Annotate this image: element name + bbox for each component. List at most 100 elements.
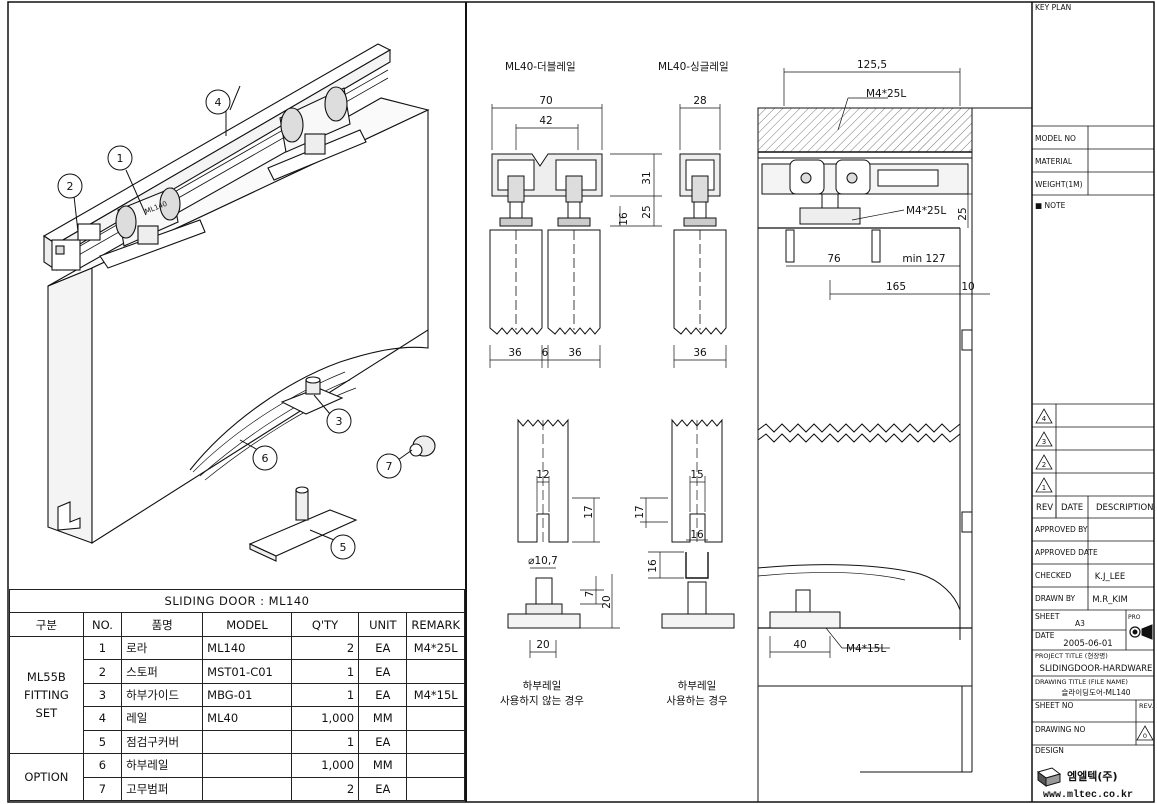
caption-bottom-rail-2: 사용하는 경우 <box>666 694 728 707</box>
bom-cell-name: 고무범퍼 <box>121 776 204 801</box>
callout-6-label: 6 <box>262 452 269 465</box>
bom-cell-model: ML40 <box>202 706 292 731</box>
bom-cell-remark <box>406 753 465 778</box>
dim-40: 40 <box>793 639 806 651</box>
bom-cell-qty: 2 <box>290 776 360 801</box>
dim-28: 28 <box>693 95 706 107</box>
table-row: ML55B FITTING SET 1 로라 ML140 2 EA M4*25L <box>9 635 465 755</box>
roller-2 <box>267 86 367 181</box>
bom-header-model: MODEL <box>202 612 292 637</box>
double-rail-section <box>489 153 603 335</box>
callout-5 <box>330 534 356 560</box>
callout-1-label: 1 <box>117 152 124 165</box>
drawing-title-value: 슬라이딩도어-ML140 <box>1061 687 1130 697</box>
group-line-3: SET <box>35 705 58 720</box>
bom-cell-no: 1 <box>82 635 123 661</box>
stopper <box>77 223 101 241</box>
bom-table: SLIDING DOOR : ML140 구분 NO. 품명 MODEL Q'T… <box>9 588 465 801</box>
rev-label-2: REV. <box>1139 702 1153 710</box>
bom-cell-model: MBG-01 <box>202 682 292 708</box>
bom-cell-unit: MM <box>358 706 408 731</box>
drawn-value: M.R_KIM <box>1092 595 1128 605</box>
drawn-by-label: DRAWN BY <box>1035 594 1076 603</box>
rev-mark-2: 2 <box>1042 461 1046 469</box>
isometric-view: ML140 <box>42 43 436 562</box>
dim-6: 6 <box>542 347 549 359</box>
bom-cell-unit: EA <box>358 682 408 708</box>
bottom-guide <box>280 376 344 415</box>
bom-cell-no: 6 <box>82 753 123 778</box>
dim-25a: 25 <box>641 205 653 218</box>
dim-16b: 16 <box>690 529 704 541</box>
bom-cell-qty: 1,000 <box>290 706 360 731</box>
date-value: 2005-06-01 <box>1063 639 1112 649</box>
dim-diameter-10-7: ⌀10,7 <box>528 555 558 567</box>
double-rail-title: ML40-더블레일 <box>505 60 576 73</box>
dim-10: 10 <box>961 281 974 293</box>
bom-header-group: 구분 <box>9 612 84 637</box>
guide-dimension-lines <box>529 476 708 658</box>
table-row: OPTION 6 하부레일 1,000 MM <box>9 753 465 801</box>
bom-cell-qty: 1 <box>290 682 360 708</box>
rev-value: 0 <box>1143 732 1147 740</box>
elevation-dimension-lines <box>769 68 990 658</box>
weight-label: WEIGHT(1M) <box>1035 180 1083 189</box>
caption-no-bottom-rail-2: 사용하지 않는 경우 <box>500 694 584 707</box>
bom-cell-model: ML140 <box>202 635 292 661</box>
dim-16a: 16 <box>618 212 630 226</box>
key-plan-label: KEY PLAN <box>1035 3 1071 12</box>
bom-group-fitting-set: ML55B FITTING SET <box>9 635 84 755</box>
dim-12: 12 <box>536 469 549 481</box>
callout-3-label: 3 <box>336 415 343 428</box>
project-title-label: PROJECT TITLE (현장명) <box>1035 651 1108 660</box>
callout-1 <box>107 145 133 171</box>
bottom-guide-details <box>507 418 735 629</box>
description-header: DESCRIPTION <box>1096 503 1154 513</box>
bom-cell-name: 레일 <box>121 706 204 731</box>
company-logo-icon <box>1036 767 1062 787</box>
group-line-1: ML55B <box>26 669 66 684</box>
dim-25b: 25 <box>957 207 969 220</box>
callout-4 <box>205 89 231 115</box>
approved-date-label: APPROVED DATE <box>1035 548 1098 557</box>
rev-header: REV <box>1036 503 1053 513</box>
bom-cell-remark: M4*25L <box>406 635 465 661</box>
dim-15: 15 <box>690 469 703 481</box>
rubber-bumper <box>409 435 436 457</box>
dim-70: 70 <box>539 95 552 107</box>
bom-cell-name: 점검구커버 <box>121 729 204 755</box>
projection-symbol-icon <box>1129 624 1153 640</box>
bom-cell-name: 로라 <box>121 635 204 661</box>
bom-cell-model <box>202 729 292 755</box>
callout-2 <box>57 173 83 199</box>
bom-header-remark: REMARK <box>406 612 465 637</box>
dim-36c: 36 <box>693 347 707 359</box>
door-panel <box>47 97 430 544</box>
bom-header-unit: UNIT <box>358 612 408 637</box>
callout-6 <box>252 445 278 471</box>
project-title-value: SLIDINGDOOR-HARDWARE <box>1040 664 1153 674</box>
caption-no-bottom-rail-1: 하부레일 <box>523 679 562 692</box>
bom-cell-unit: EA <box>358 659 408 684</box>
rev-mark-3: 3 <box>1042 438 1046 446</box>
bom-cell-remark <box>406 729 465 755</box>
dim-m4-15: M4*15L <box>846 643 886 655</box>
bom-cell-no: 7 <box>82 776 123 801</box>
bom-cell-remark <box>406 706 465 731</box>
bom-cell-qty: 2 <box>290 635 360 661</box>
dim-20: 20 <box>536 639 549 651</box>
rev-mark-1: 1 <box>1042 484 1046 492</box>
date-label: DATE <box>1035 631 1055 640</box>
design-label: DESIGN <box>1035 746 1064 755</box>
bom-cell-no: 3 <box>82 682 123 708</box>
dim-16c: 16 <box>647 559 659 573</box>
bom-cell-no: 5 <box>82 729 123 755</box>
callout-5-label: 5 <box>340 541 347 554</box>
checked-label: CHECKED <box>1035 571 1072 580</box>
callout-7 <box>376 453 402 479</box>
model-no-label: MODEL NO <box>1035 134 1076 143</box>
dim-31: 31 <box>641 171 653 184</box>
dim-20v: 20 <box>601 595 613 608</box>
rev-triangles <box>1035 408 1154 741</box>
